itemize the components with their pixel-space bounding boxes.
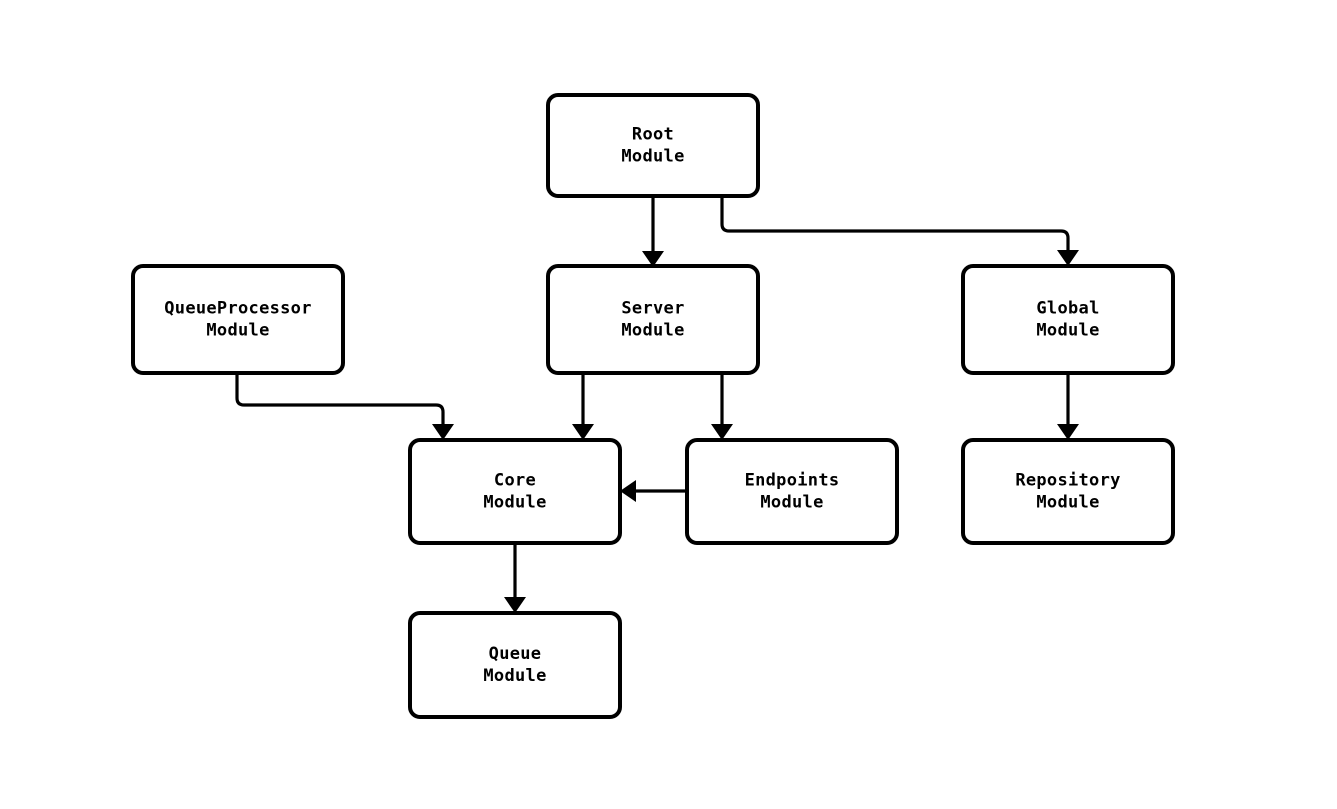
arrowhead-root-to-global [1057,250,1079,266]
arrowhead-core-to-queue [504,597,526,613]
node-server-module-label-line1: Server [621,299,684,319]
node-queueprocessor-module-label-line1: QueueProcessor [164,299,312,319]
node-server-module-label-line2: Module [621,321,684,341]
node-root-module-box[interactable] [546,93,760,198]
node-global-module-label-line2: Module [1036,321,1099,341]
node-repository-module-label-line1: Repository [1015,471,1120,491]
node-root-module[interactable]: Root Module [546,93,760,198]
node-core-module-box[interactable] [408,438,622,545]
arrowhead-root-to-server [642,251,664,267]
node-repository-module-label-line2: Module [1036,493,1099,513]
node-global-module[interactable]: Global Module [961,264,1175,375]
node-queue-module-label-line1: Queue [489,644,542,664]
node-server-module[interactable]: Server Module [546,264,760,375]
node-repository-module-box[interactable] [961,438,1175,545]
node-queueprocessor-module-box[interactable] [131,264,345,375]
arrowhead-layer [432,250,1079,613]
edge-layer [235,196,1070,599]
arrowhead-endpoints-to-core [620,480,636,502]
node-queue-module[interactable]: Queue Module [408,611,622,719]
node-root-module-label-line1: Root [632,125,674,145]
node-repository-module[interactable]: Repository Module [961,438,1175,545]
node-core-module-label-line2: Module [483,493,546,513]
edge-queueprocessor-to-core [235,373,445,426]
arrowhead-queueprocessor-to-core [432,424,454,440]
node-queue-module-box[interactable] [408,611,622,719]
node-server-module-box[interactable] [546,264,760,375]
node-endpoints-module-box[interactable] [685,438,899,545]
arrowhead-server-to-core [572,424,594,440]
node-global-module-label-line1: Global [1036,299,1099,319]
node-core-module[interactable]: Core Module [408,438,622,545]
node-global-module-box[interactable] [961,264,1175,375]
node-endpoints-module-label-line1: Endpoints [745,471,840,491]
node-queueprocessor-module-label-line2: Module [206,321,269,341]
node-endpoints-module-label-line2: Module [760,493,823,513]
node-queueprocessor-module[interactable]: QueueProcessor Module [131,264,345,375]
node-queue-module-label-line2: Module [483,666,546,686]
edge-root-to-global [720,196,1070,252]
arrowhead-server-to-endpoints [711,424,733,440]
node-core-module-label-line1: Core [494,471,536,491]
arrowhead-global-to-repository [1057,424,1079,440]
node-layer: Root Module QueueProcessor Module Server… [131,93,1175,719]
node-root-module-label-line2: Module [621,147,684,167]
node-endpoints-module[interactable]: Endpoints Module [685,438,899,545]
